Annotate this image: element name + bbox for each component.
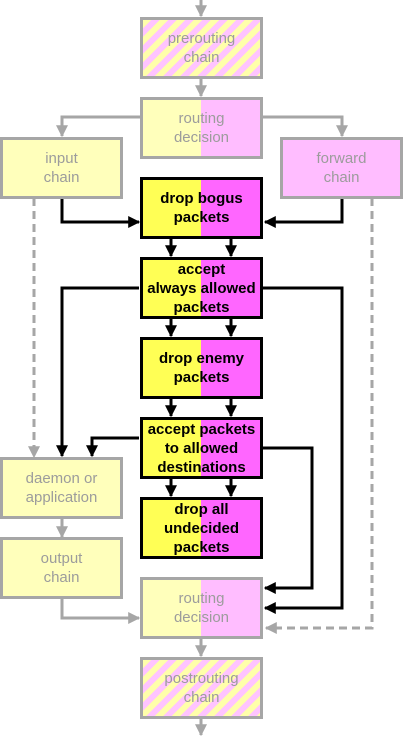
arrow-routing-to-forward: [262, 115, 348, 138]
accept-always-allowed-label: accept always allowed packets: [147, 260, 256, 316]
routing-decision-top-label: routing decision: [173, 110, 230, 146]
gray-connectors: [28, 0, 374, 737]
black-connectors: [56, 198, 344, 614]
postrouting-chain-box: postrouting chain: [140, 657, 263, 719]
accept-allowed-destinations-label: accept packets to allowed destinations: [147, 420, 256, 476]
drop-undecided-packets-box: drop all undecided packets: [140, 497, 263, 559]
drop-undecided-packets-label: drop all undecided packets: [163, 500, 239, 556]
arrow-accept-always-to-daemon: [56, 286, 139, 458]
arrow-accept-always-to-routing: [262, 286, 344, 614]
daemon-application-box: daemon or application: [0, 457, 123, 519]
arrow-destinations-to-daemon: [86, 436, 139, 458]
accept-always-allowed-box: accept always allowed packets: [140, 257, 263, 319]
routing-decision-bottom-box: routing decision: [140, 577, 263, 639]
postrouting-chain-label: postrouting chain: [164, 670, 239, 706]
accept-allowed-destinations-box: accept packets to allowed destinations: [140, 417, 263, 479]
arrow-forward-to-drop-bogus: [263, 198, 344, 228]
drop-bogus-packets-label: drop bogus packets: [160, 190, 243, 226]
drop-enemy-packets-label: drop enemy packets: [158, 350, 245, 386]
drop-bogus-packets-box: drop bogus packets: [140, 177, 263, 239]
arrow-input-to-drop-bogus: [60, 198, 141, 228]
daemon-application-label: daemon or application: [25, 470, 98, 506]
input-chain-box: input chain: [0, 137, 123, 199]
output-chain-box: output chain: [0, 537, 123, 599]
arrow-destinations-to-routing: [262, 446, 314, 594]
arrow-routing-to-input: [56, 115, 142, 138]
prerouting-chain-box: prerouting chain: [140, 17, 263, 79]
prerouting-chain-label: prerouting chain: [167, 30, 236, 66]
forward-chain-box: forward chain: [280, 137, 403, 199]
forward-chain-label: forward chain: [316, 150, 367, 186]
routing-decision-top-box: routing decision: [140, 97, 263, 159]
drop-enemy-packets-box: drop enemy packets: [140, 337, 263, 399]
input-chain-label: input chain: [43, 150, 80, 186]
arrow-output-to-routing: [60, 598, 141, 624]
dashed-forward-to-routing: [264, 198, 374, 634]
output-chain-label: output chain: [40, 550, 83, 586]
routing-decision-bottom-label: routing decision: [173, 590, 230, 626]
